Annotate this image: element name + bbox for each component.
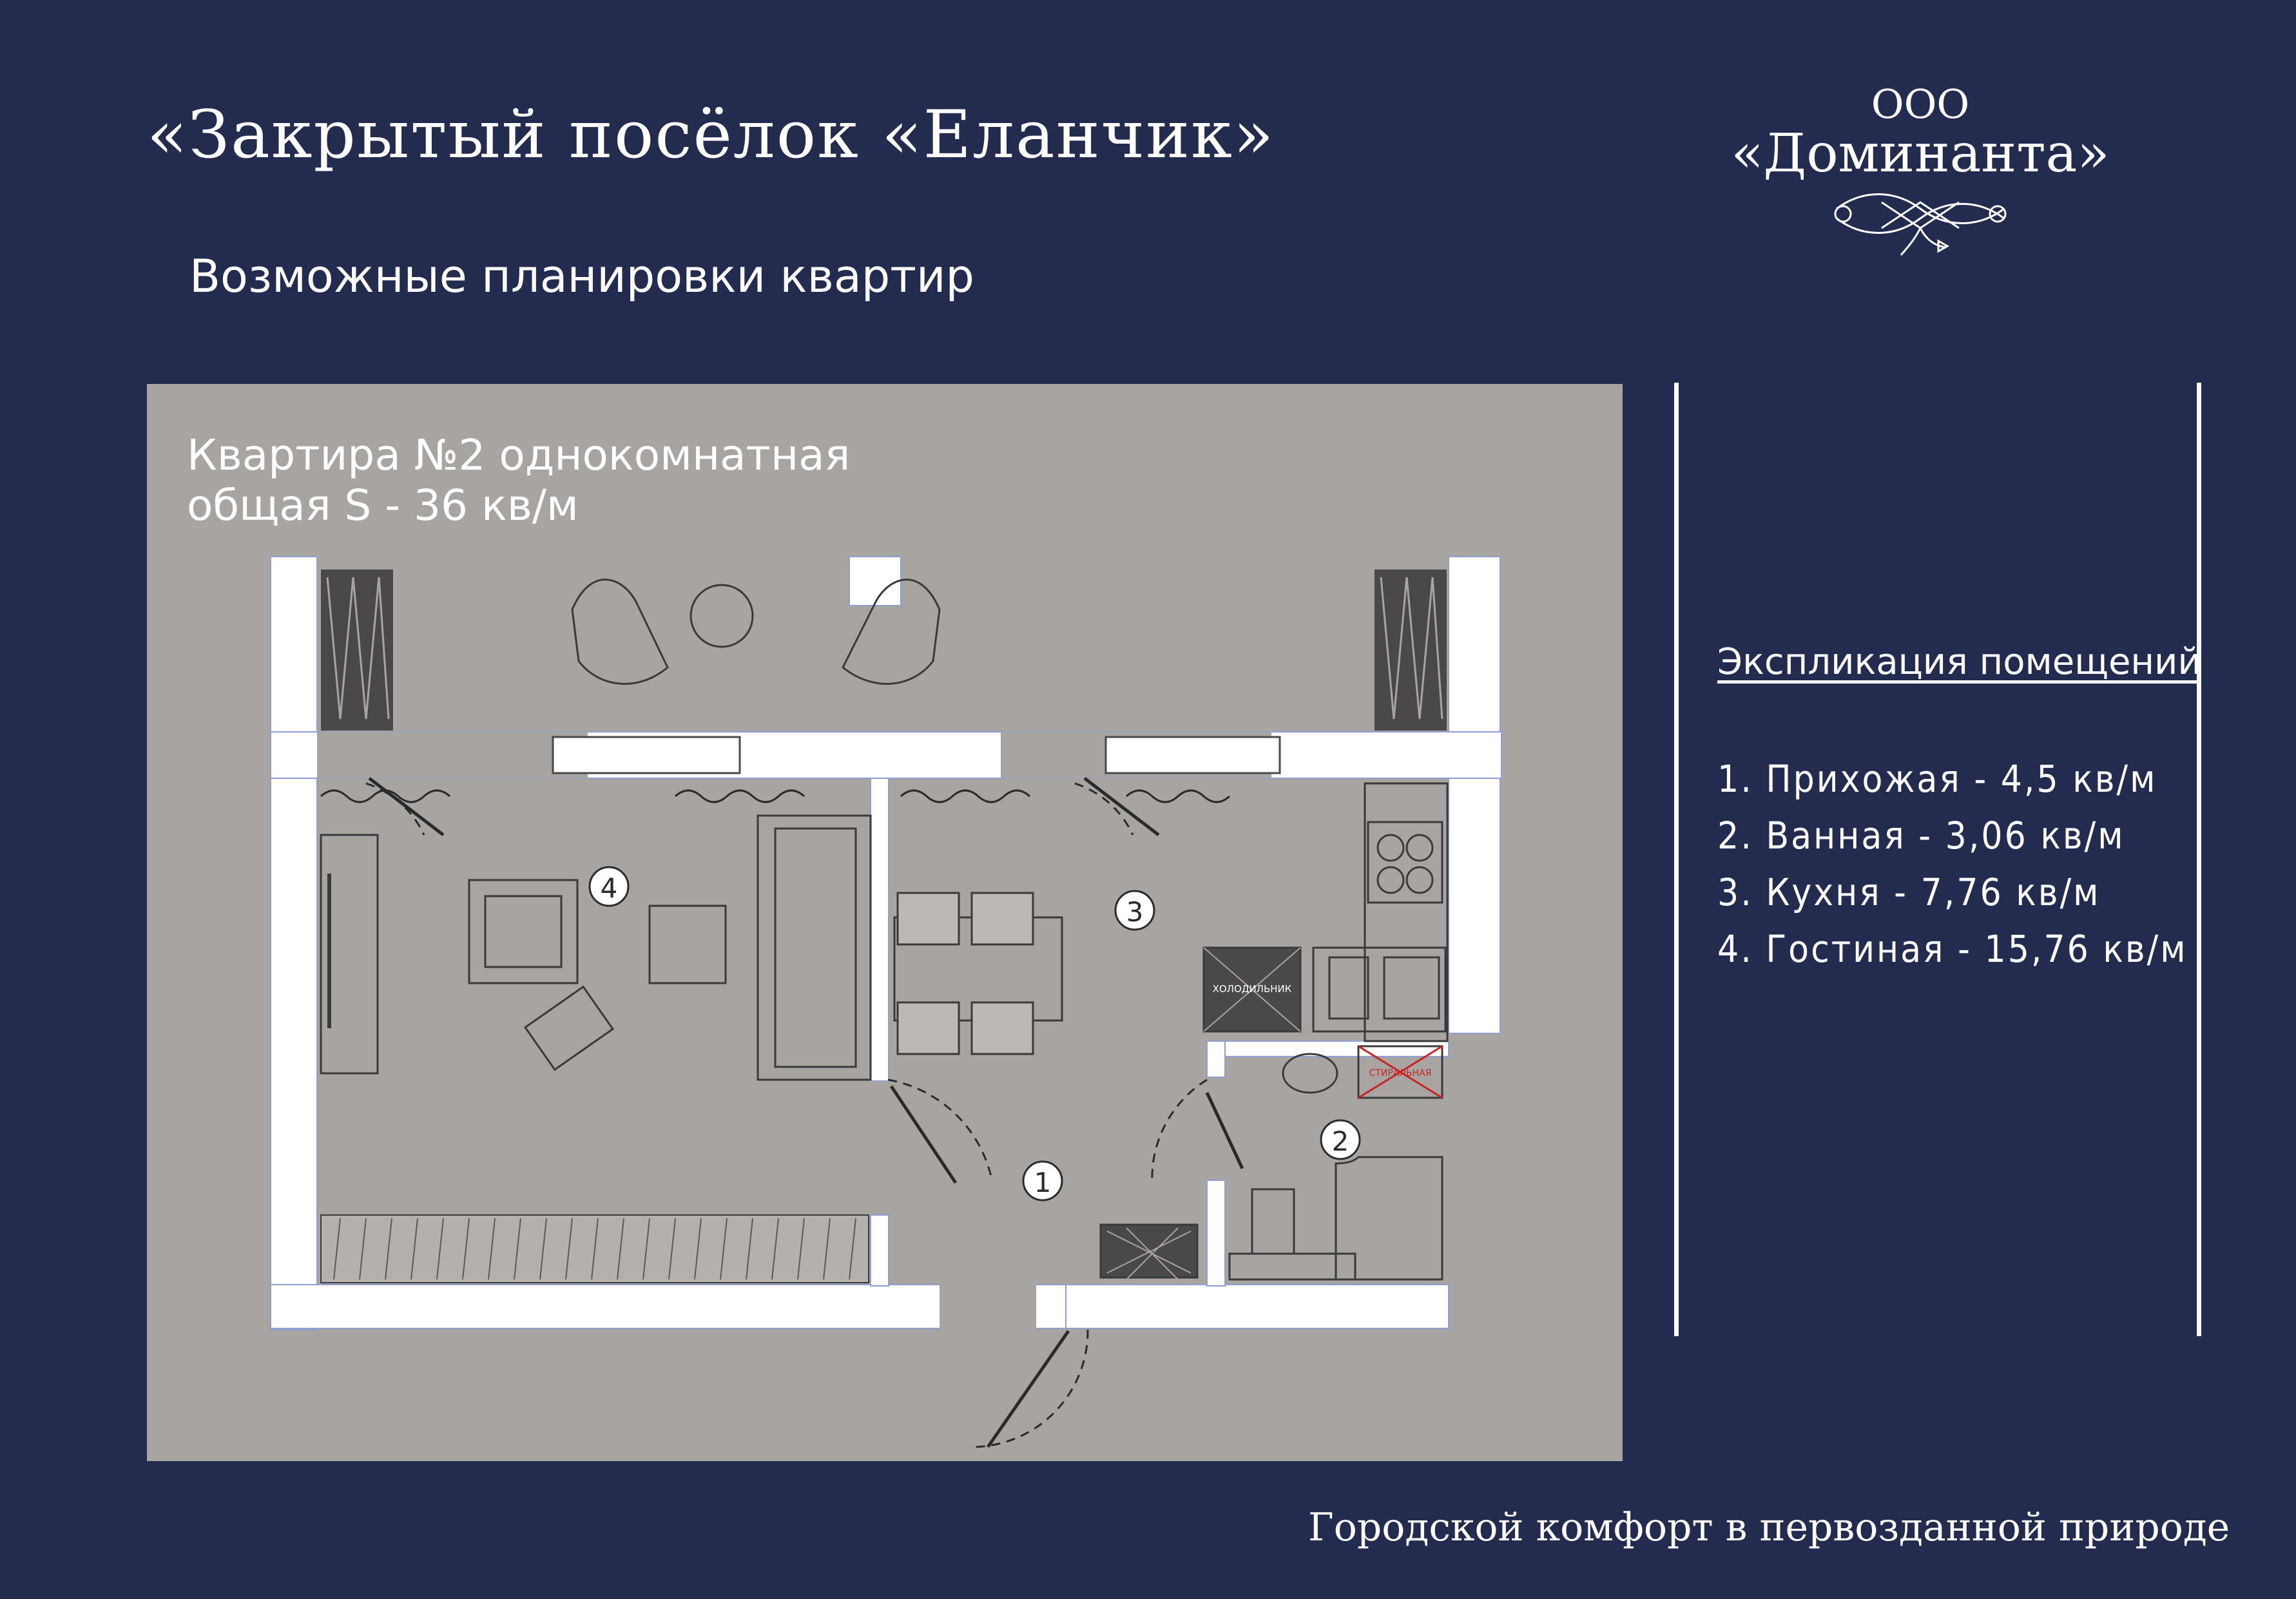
logo-ornament-icon — [1834, 193, 2007, 256]
svg-text:3: 3 — [1126, 896, 1144, 928]
room-marker-1: 1 — [1022, 1160, 1063, 1202]
page-subtitle: Возможные планировки квартир — [189, 250, 974, 303]
wall-bottom-right — [1065, 1284, 1449, 1329]
floor-plan-drawing: ХОЛОДИЛЬНИК СТИРАЛЬНАЯ 1 2 3 — [270, 556, 1502, 1448]
legend-divider-right — [2197, 383, 2201, 1336]
room-marker-2: 2 — [1320, 1119, 1361, 1160]
apartment-title-line-1: Квартира №2 однокомнатная — [187, 430, 851, 480]
legend-list: 1. Прихожая - 4,5 кв/м 2. Ванная - 3,06 … — [1717, 751, 2188, 977]
wall-interior-1 — [870, 778, 889, 1082]
wall-bath-top — [1206, 1040, 1449, 1057]
legend-item: 2. Ванная - 3,06 кв/м — [1717, 814, 2125, 857]
legend-item: 3. Кухня - 7,76 кв/м — [1717, 870, 2101, 914]
legend-item: 4. Гостиная - 15,76 кв/м — [1717, 927, 2188, 971]
page-title: «Закрытый посёлок «Еланчик» — [147, 97, 1275, 173]
wall-left — [270, 556, 318, 1330]
footer-tagline: Городской комфорт в первозданной природе — [1308, 1505, 2230, 1550]
wall-right — [1448, 556, 1501, 1034]
svg-text:1: 1 — [1034, 1167, 1052, 1198]
wall-interior-2 — [870, 1214, 889, 1287]
logo-line-1: ООО — [1871, 81, 1970, 128]
legend-item: 1. Прихожая - 4,5 кв/м — [1717, 757, 2157, 801]
logo-line-2: «Доминанта» — [1731, 123, 2110, 184]
legend-title: Экспликация помещений — [1717, 641, 2201, 683]
balcony-post — [849, 556, 902, 606]
legend-divider-left — [1674, 383, 1679, 1336]
room-marker-4: 4 — [588, 866, 630, 907]
svg-text:2: 2 — [1332, 1125, 1349, 1157]
room-marker-3: 3 — [1114, 890, 1155, 931]
svg-text:4: 4 — [601, 872, 618, 904]
company-logo: ООО «Доминанта» — [1714, 84, 2127, 264]
washer-label: СТИРАЛЬНАЯ — [1369, 1068, 1432, 1078]
wall-bath-left-2 — [1206, 1180, 1226, 1287]
apartment-title: Квартира №2 однокомнатная общая S - 36 к… — [187, 430, 850, 531]
fridge-label: ХОЛОДИЛЬНИК — [1213, 983, 1292, 995]
apartment-title-line-2: общая S - 36 кв/м — [187, 481, 579, 530]
wall-bath-left — [1206, 1040, 1226, 1078]
